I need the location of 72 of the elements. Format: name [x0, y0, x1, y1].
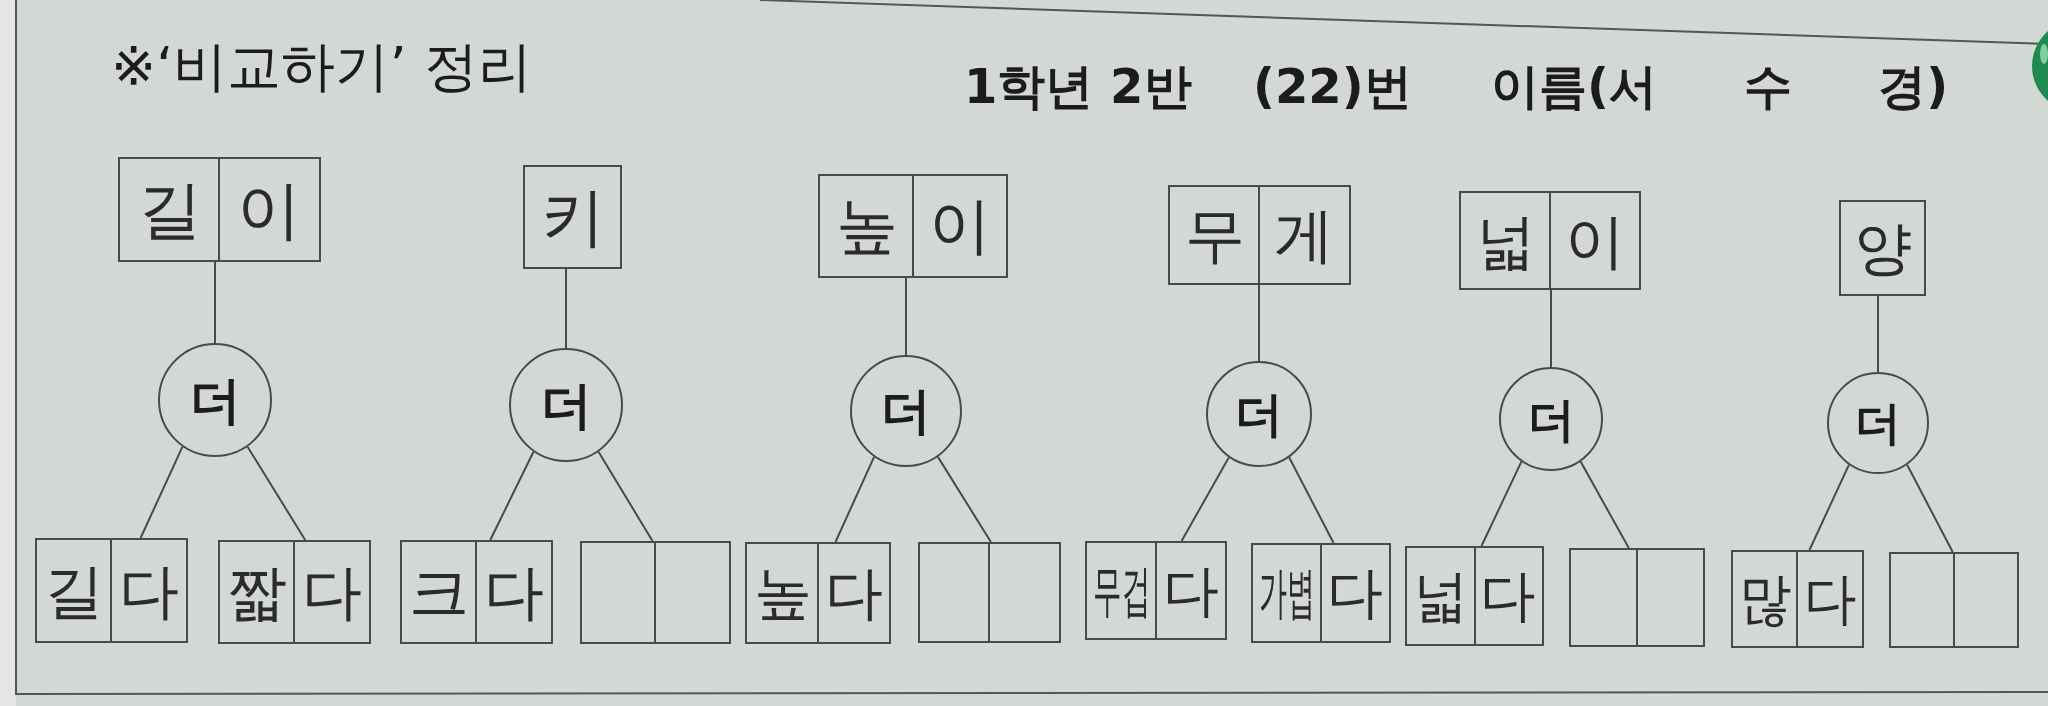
- answer-box: [218, 540, 371, 644]
- connector-line: [1906, 463, 1954, 553]
- word-box: [1168, 185, 1351, 285]
- handwriting: 길: [44, 560, 105, 621]
- connector-line: [214, 261, 216, 344]
- connector-line: [1579, 460, 1630, 549]
- connector-line: [246, 445, 307, 541]
- handwriting: 많: [1739, 571, 1792, 627]
- word-box: [1839, 200, 1926, 296]
- handwriting: 다: [1162, 562, 1219, 619]
- handwriting: 넓: [1413, 568, 1469, 624]
- answer-box: [1889, 552, 2019, 648]
- connector-line: [565, 268, 567, 349]
- connector-line: [1180, 456, 1230, 542]
- connector-line: [1550, 289, 1552, 368]
- answer-box: [1731, 550, 1864, 648]
- handwriting: 다: [118, 560, 179, 621]
- handwriting: 넓: [1475, 210, 1536, 271]
- answer-box: [580, 541, 731, 644]
- word-circle: 더: [158, 343, 272, 457]
- connector-line: [1808, 463, 1850, 551]
- connector-line: [834, 455, 876, 543]
- connector-line: [597, 450, 654, 542]
- handwriting: 다: [824, 564, 883, 622]
- answer-box: [918, 542, 1061, 643]
- handwriting: 높: [753, 564, 812, 622]
- handwriting: 다: [483, 562, 544, 622]
- answer-box: [1405, 546, 1544, 646]
- word-box: [818, 174, 1008, 278]
- answer-box: [745, 542, 891, 644]
- word-box: [523, 165, 622, 269]
- class-label: 1학년 2반: [964, 62, 1192, 110]
- answer-box: [1569, 548, 1705, 647]
- connector-line: [936, 455, 992, 543]
- number-label: (22)번: [1253, 62, 1412, 110]
- word-circle: 더: [1827, 372, 1929, 474]
- handwriting: 무: [1184, 205, 1245, 265]
- handwriting: 양: [1853, 219, 1912, 277]
- connector-line: [489, 450, 535, 541]
- answer-box: [400, 540, 553, 644]
- answer-box: [35, 538, 188, 643]
- word-circle: 더: [1499, 367, 1603, 471]
- handwriting: 높: [835, 195, 898, 257]
- word-circle: 더: [1206, 361, 1312, 467]
- word-circle: 더: [509, 348, 623, 462]
- handwriting: 다: [1803, 571, 1856, 627]
- handwriting: 짧: [227, 562, 288, 622]
- handwriting: 다: [1480, 568, 1536, 624]
- handwriting: 가볍: [1259, 565, 1315, 621]
- name-label: 이름(서 수 경): [1491, 62, 1949, 110]
- handwriting: 이: [1564, 210, 1625, 271]
- word-box: [1459, 191, 1641, 290]
- word-box: [118, 157, 321, 262]
- connector-line: [1258, 284, 1260, 362]
- handwriting: 크: [409, 562, 470, 622]
- connector-line: [1480, 460, 1523, 547]
- title: ※‘비교하기’ 정리: [111, 40, 532, 94]
- answer-box: [1251, 543, 1391, 643]
- word-circle: 더: [850, 355, 962, 467]
- handwriting: 무겁: [1093, 562, 1150, 619]
- handwriting: 키: [540, 185, 605, 249]
- connector-line: [139, 445, 184, 539]
- handwriting: 이: [237, 177, 302, 242]
- connector-line: [905, 277, 907, 356]
- connector-line: [1877, 295, 1879, 373]
- handwriting: 다: [301, 562, 362, 622]
- handwriting: 길: [137, 177, 202, 242]
- handwriting: 게: [1274, 205, 1335, 265]
- answer-box: [1085, 541, 1227, 640]
- handwriting: 이: [928, 195, 991, 257]
- handwriting: 다: [1327, 565, 1383, 621]
- connector-line: [1288, 456, 1335, 544]
